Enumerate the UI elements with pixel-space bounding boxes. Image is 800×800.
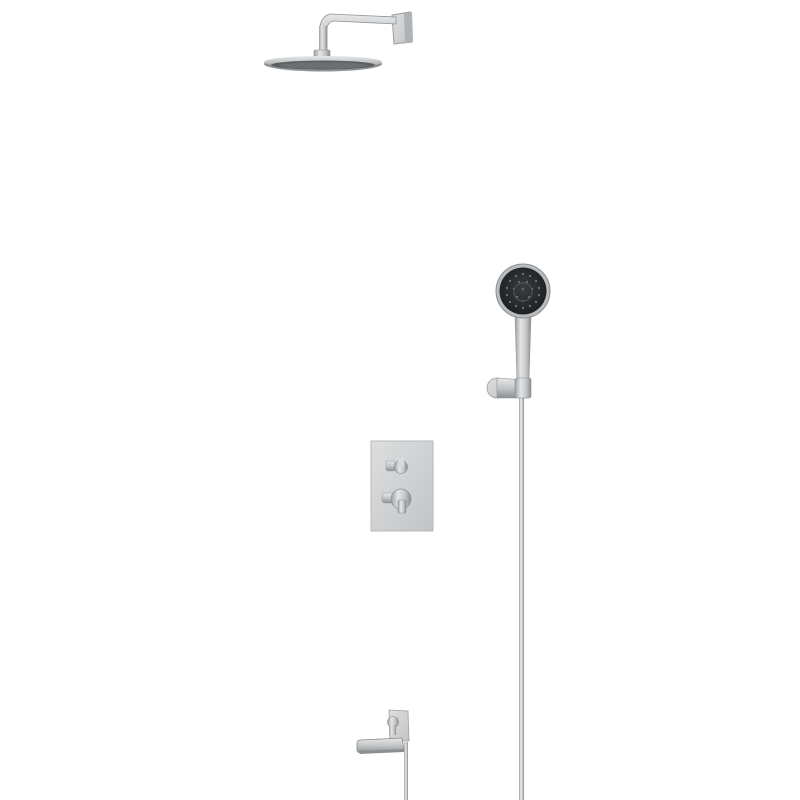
thermostatic-mixer-trim-plate (370, 440, 434, 532)
mixer-lever (381, 488, 412, 514)
shower-hose (519, 392, 524, 800)
hand-shower-holder (486, 377, 532, 399)
overhead-rain-shower-head (264, 56, 382, 72)
diverter-knob (385, 458, 408, 474)
bath-spout-with-outlet (356, 709, 410, 800)
hand-shower-head (495, 263, 551, 381)
shower-arm (313, 11, 413, 59)
